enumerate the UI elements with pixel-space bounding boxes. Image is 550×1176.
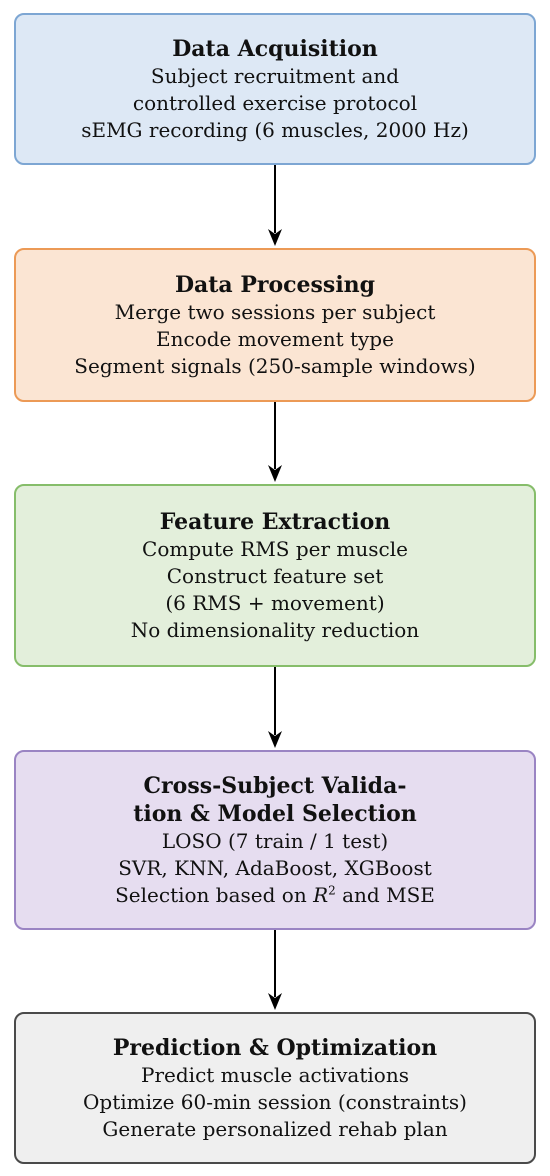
stage-line: No dimensionality reduction — [130, 617, 420, 642]
stage-box-cross-subject-validation: Cross-Subject Valida- tion & Model Selec… — [14, 750, 536, 930]
stage-line: Merge two sessions per subject — [114, 299, 436, 324]
stage-line: Generate personalized rehab plan — [102, 1116, 448, 1141]
stage-title: Data Processing — [174, 271, 376, 298]
stage-line: Segment signals (250-sample windows) — [74, 353, 476, 378]
stage-line: Compute RMS per muscle — [142, 536, 408, 561]
stage-line: (6 RMS + movement) — [165, 590, 385, 615]
stage-title: tion & Model Selection — [133, 800, 417, 827]
arrow-down-icon — [268, 667, 282, 748]
r-squared-exponent: 2 — [328, 882, 336, 897]
stage-box-data-processing: Data Processing Merge two sessions per s… — [14, 248, 536, 402]
stage-line: Construct feature set — [166, 563, 384, 588]
arrow-down-icon — [268, 165, 282, 246]
stage-title: Prediction & Optimization — [112, 1034, 438, 1061]
arrow-down-icon — [268, 930, 282, 1010]
arrow-down-icon — [268, 402, 282, 482]
stage-line: SVR, KNN, AdaBoost, XGBoost — [118, 855, 432, 880]
r-squared-variable: R — [313, 882, 329, 907]
stage-line-selection: Selection based on R2 and MSE — [115, 882, 435, 909]
stage-title: Data Acquisition — [172, 35, 378, 62]
stage-line: controlled exercise protocol — [132, 90, 418, 115]
stage-line: Predict muscle activations — [141, 1062, 409, 1087]
selection-suffix: and MSE — [335, 882, 435, 907]
selection-prefix: Selection based on — [115, 882, 314, 907]
stage-line: Subject recruitment and — [150, 63, 400, 88]
stage-line: Encode movement type — [156, 326, 394, 351]
stage-title: Feature Extraction — [159, 508, 391, 535]
stage-box-feature-extraction: Feature Extraction Compute RMS per muscl… — [14, 484, 536, 667]
stage-line: Optimize 60-min session (constraints) — [83, 1089, 467, 1114]
stage-line: LOSO (7 train / 1 test) — [161, 828, 389, 853]
stage-title: Cross-Subject Valida- — [143, 772, 407, 799]
stage-box-data-acquisition: Data Acquisition Subject recruitment and… — [14, 13, 536, 165]
stage-box-prediction-optimization: Prediction & Optimization Predict muscle… — [14, 1012, 536, 1164]
stage-line: sEMG recording (6 muscles, 2000 Hz) — [81, 117, 469, 142]
